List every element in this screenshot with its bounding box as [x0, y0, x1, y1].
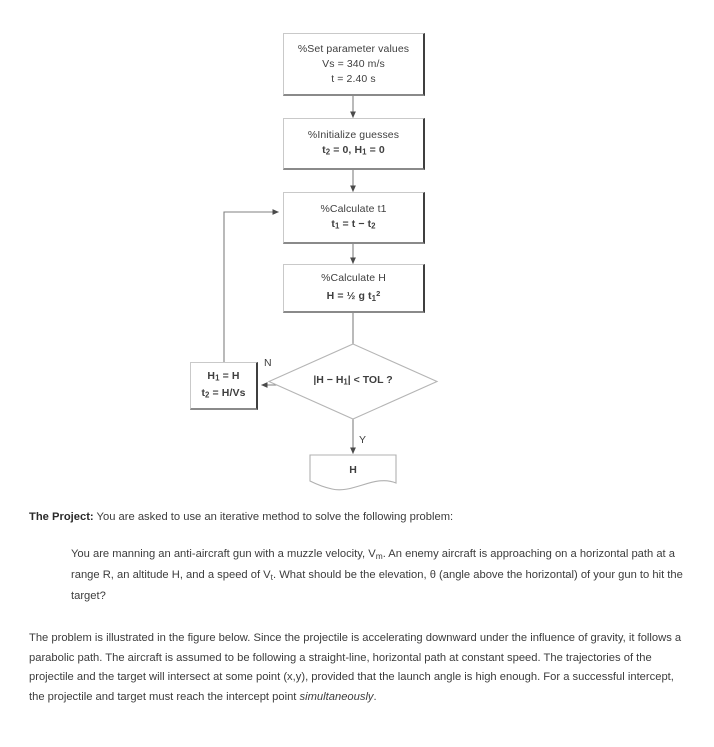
edge-label-no: N — [264, 357, 272, 369]
flowchart-diagram: %Set parameter values Vs = 340 m/s t = 2… — [190, 33, 439, 491]
initialize-guesses-formula: t2 = 0, H1 = 0 — [322, 143, 385, 157]
calculate-t1-formula: t1 = t − t2 — [331, 217, 376, 231]
problem-statement-paragraph: You are manning an anti-aircraft gun wit… — [71, 547, 683, 603]
edge-label-yes: Y — [359, 434, 367, 446]
tolerance-decision-label: |H − H1| < TOL ? — [313, 374, 393, 387]
set-parameters-line-1: %Set parameter values — [297, 42, 410, 55]
output-h-document-shape — [309, 454, 397, 491]
set-parameters-line-3: t = 2.40 s — [331, 72, 376, 85]
set-parameters-line-2: Vs = 340 m/s — [322, 57, 385, 70]
tolerance-decision-diamond-shape — [267, 343, 439, 420]
connector-feedback-loop — [223, 209, 279, 362]
calculate-t1-title: %Calculate t1 — [320, 202, 387, 215]
output-h-label: H — [349, 464, 357, 476]
project-statement-text: You are asked to use an iterative method… — [93, 511, 454, 523]
calculate-h-title: %Calculate H — [321, 271, 386, 284]
initialize-guesses-box: %Initialize guesses t2 = 0, H1 = 0 — [283, 118, 425, 170]
calculate-h-formula: H = ½ g t12 — [326, 288, 381, 303]
project-description: The Project: You are asked to use an ite… — [29, 508, 685, 707]
set-parameter-values-box: %Set parameter values Vs = 340 m/s t = 2… — [283, 33, 425, 96]
calculate-t1-box: %Calculate t1 t1 = t − t2 — [283, 192, 425, 244]
calculate-h-box: %Calculate H H = ½ g t12 — [283, 264, 425, 313]
initialize-guesses-title: %Initialize guesses — [307, 128, 400, 141]
project-statement-paragraph: The Project: You are asked to use an ite… — [29, 508, 685, 528]
flowchart-connectors — [223, 96, 439, 491]
figure-explanation-paragraph: The problem is illustrated in the figure… — [29, 632, 682, 703]
project-lead-label: The Project: — [29, 511, 94, 523]
